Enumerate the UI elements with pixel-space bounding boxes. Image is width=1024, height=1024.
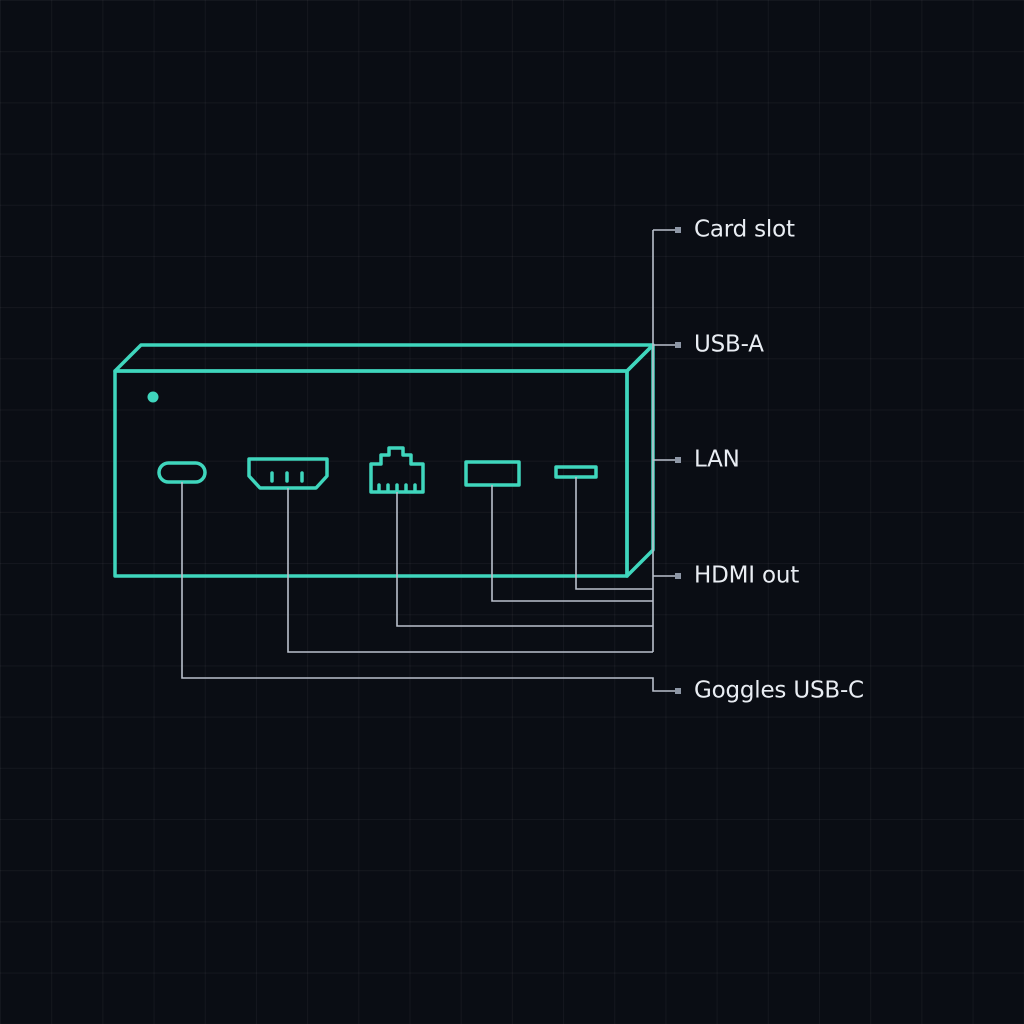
callout-label-hdmi-out: HDMI out	[694, 562, 800, 589]
leader-line-lan	[396, 492, 653, 627]
leader-line-usb-a	[491, 485, 653, 602]
usb-c-port-icon	[157, 461, 207, 484]
callout-label-usb-a: USB-A	[694, 331, 764, 358]
card-slot-icon	[554, 465, 598, 479]
device-side-face	[625, 343, 655, 578]
leader-line-usb-c	[181, 482, 676, 692]
usb-a-port-icon	[464, 460, 521, 487]
callout-label-lan: LAN	[694, 446, 740, 473]
lan-port-icon	[369, 446, 425, 494]
marker-usb-a	[675, 342, 681, 348]
device-body	[113, 343, 655, 578]
hdmi-port-icon	[247, 457, 329, 490]
marker-goggles-usb-c	[675, 688, 681, 694]
power-led-icon	[147, 391, 159, 403]
marker-lan	[675, 457, 681, 463]
marker-hdmi-out	[675, 573, 681, 579]
marker-card-slot	[675, 227, 681, 233]
leader-line-card-slot	[575, 477, 653, 590]
device-top-face	[113, 343, 655, 373]
callout-label-goggles-usb-c: Goggles USB-C	[694, 677, 864, 704]
callout-label-card-slot: Card slot	[694, 216, 795, 243]
leader-line-hdmi	[287, 488, 653, 653]
